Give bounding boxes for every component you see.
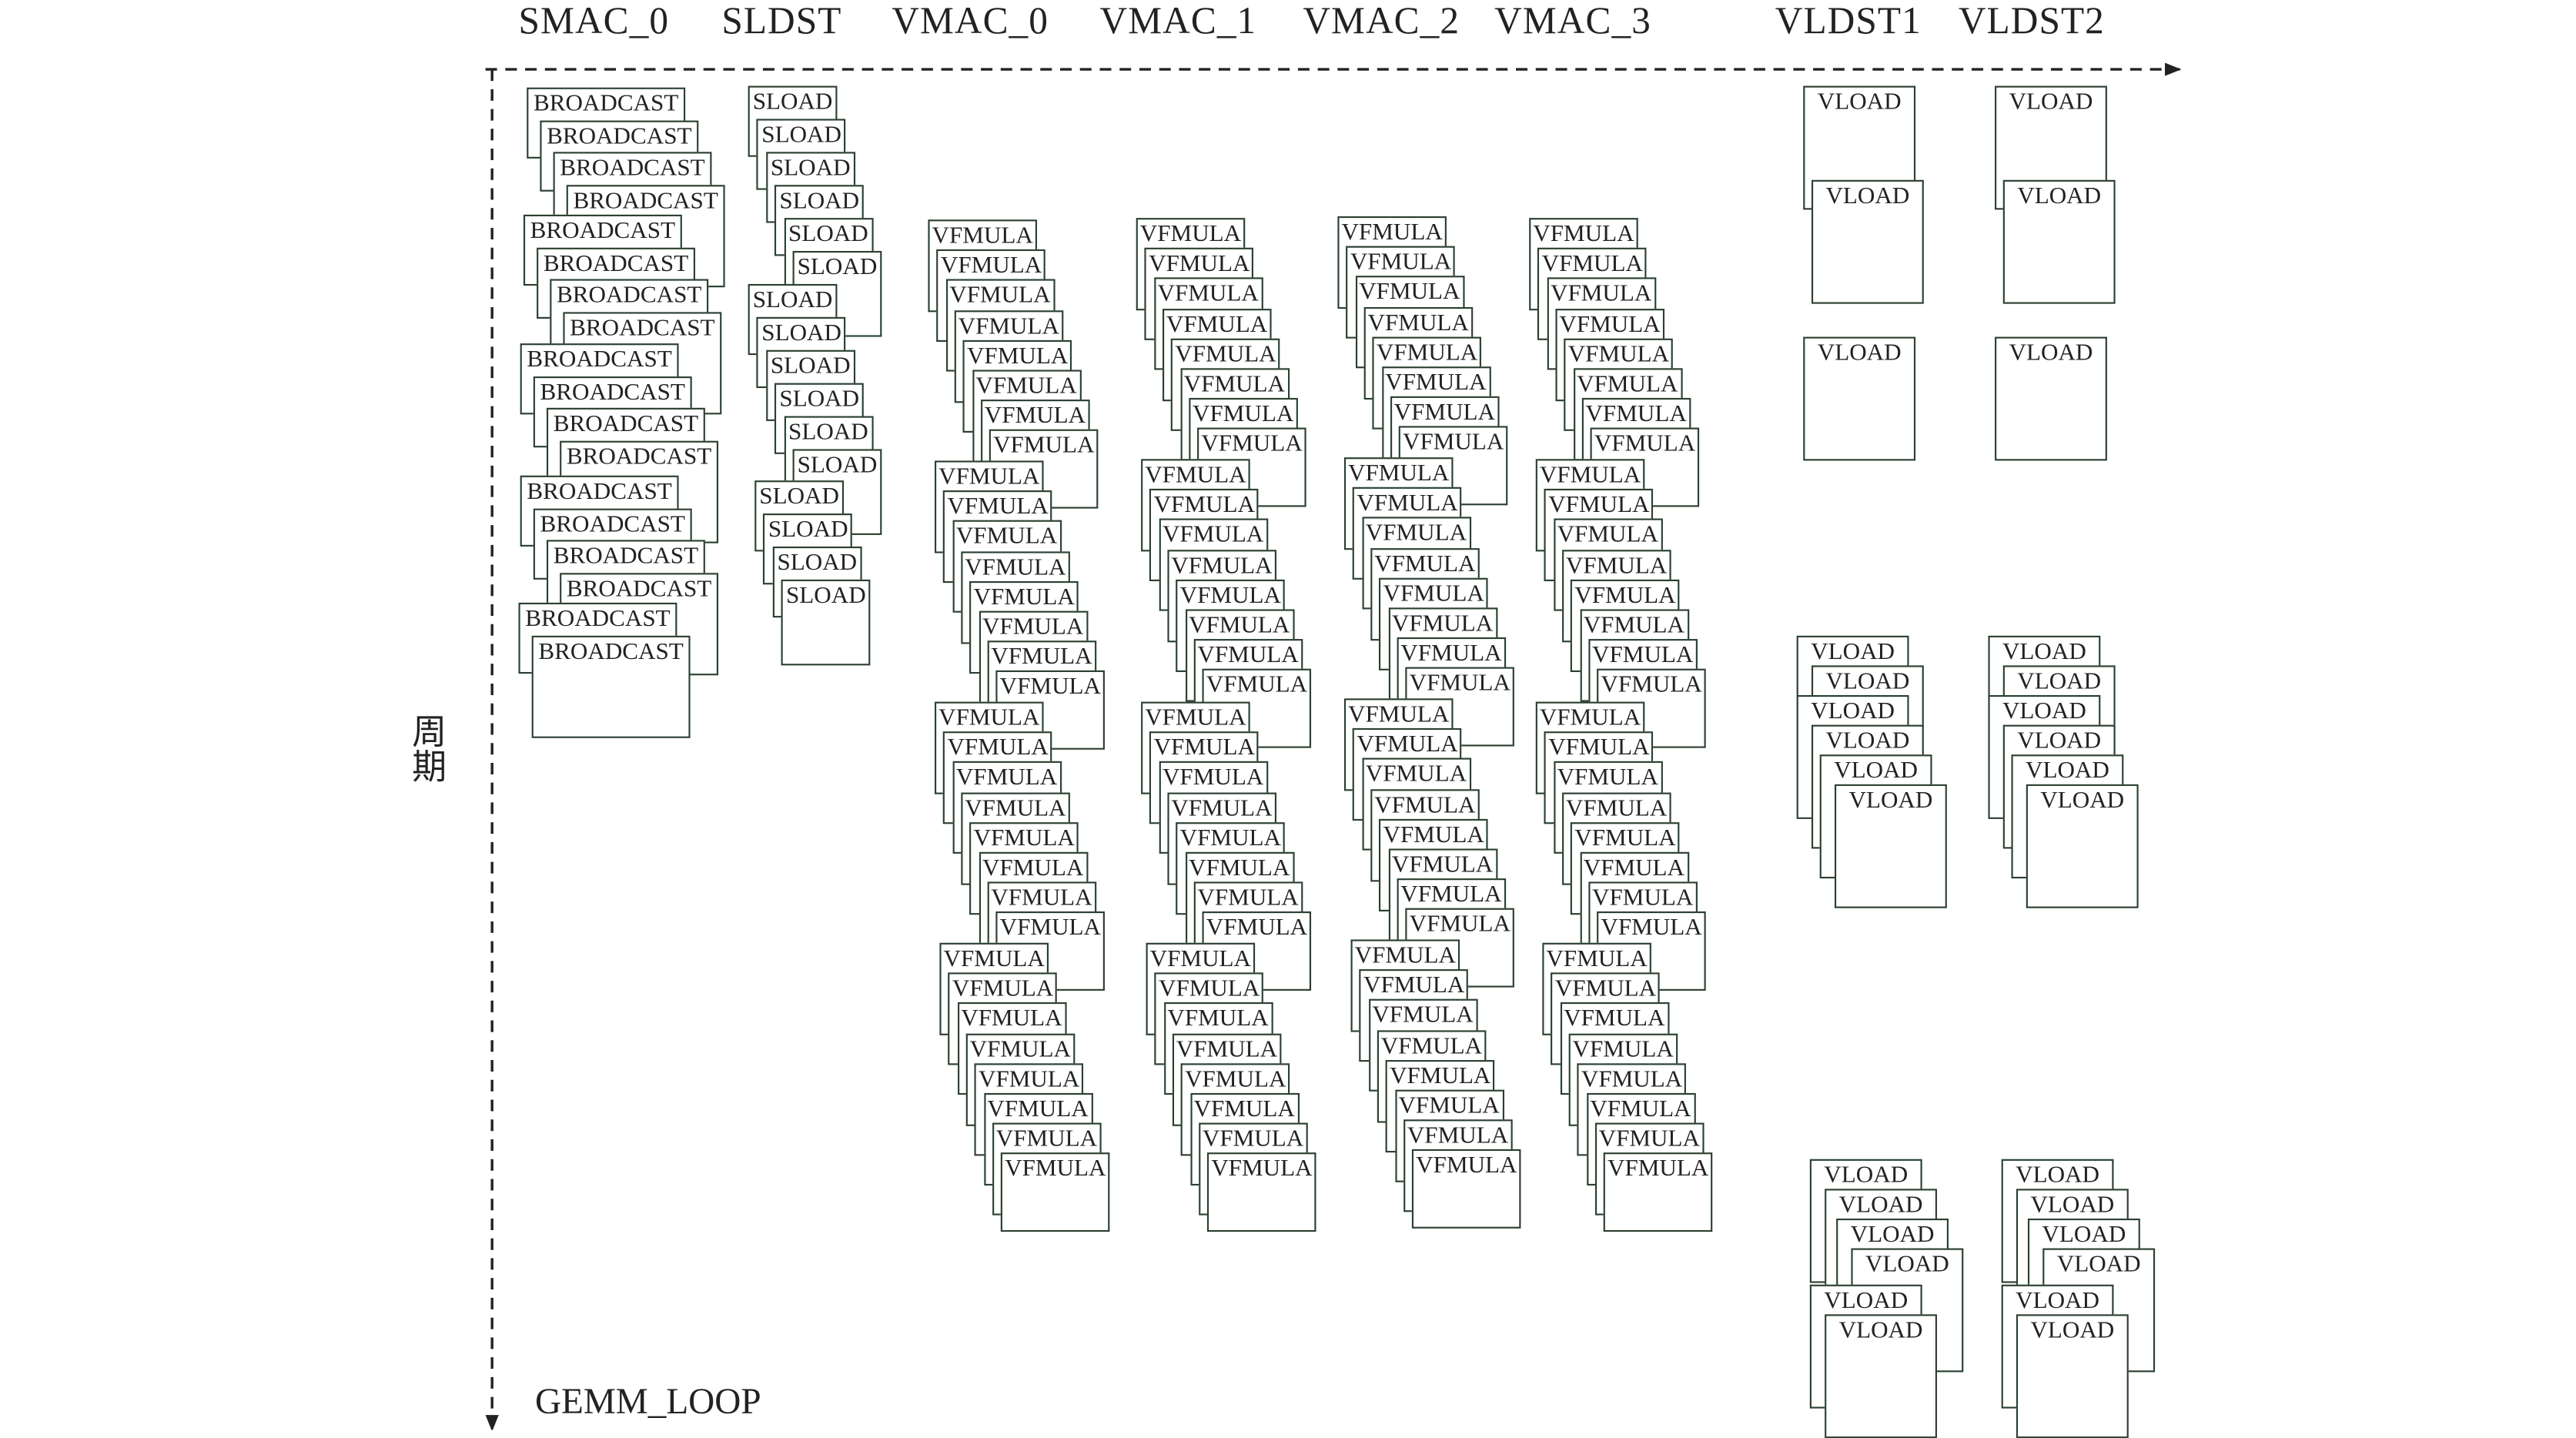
instruction-box: SLOAD [781, 579, 871, 666]
instruction-box: VLOAD [2016, 1314, 2129, 1438]
header-vldst2: VLDST2 [1958, 0, 2105, 42]
instruction-box: VLOAD [1825, 1314, 1937, 1438]
gemm-loop-label: GEMM_LOOP [534, 1380, 761, 1422]
instruction-box: VLOAD [1803, 336, 1916, 461]
header-vmac2: VMAC_2 [1303, 0, 1460, 42]
header-vmac3: VMAC_3 [1494, 0, 1651, 42]
header-vmac1: VMAC_1 [1099, 0, 1257, 42]
instruction-box: VFMULA [1412, 1149, 1521, 1229]
instruction-box: VLOAD [1995, 336, 2107, 461]
header-vmac0: VMAC_0 [892, 0, 1049, 42]
cycle-axis-label: 周期 [407, 713, 448, 783]
instruction-box: VFMULA [1001, 1152, 1110, 1232]
header-sldst: SLDST [721, 0, 842, 42]
instruction-box: BROADCAST [531, 634, 691, 737]
instruction-box: VLOAD [2026, 784, 2139, 908]
instruction-box: VLOAD [2002, 179, 2116, 304]
instruction-box: VFMULA [1603, 1152, 1713, 1232]
instruction-box: VLOAD [1811, 179, 1924, 304]
header-smac0: SMAC_0 [518, 0, 670, 42]
instruction-box: VLOAD [1834, 784, 1947, 908]
instruction-box: VFMULA [1207, 1152, 1316, 1232]
header-vldst1: VLDST1 [1775, 0, 1922, 42]
